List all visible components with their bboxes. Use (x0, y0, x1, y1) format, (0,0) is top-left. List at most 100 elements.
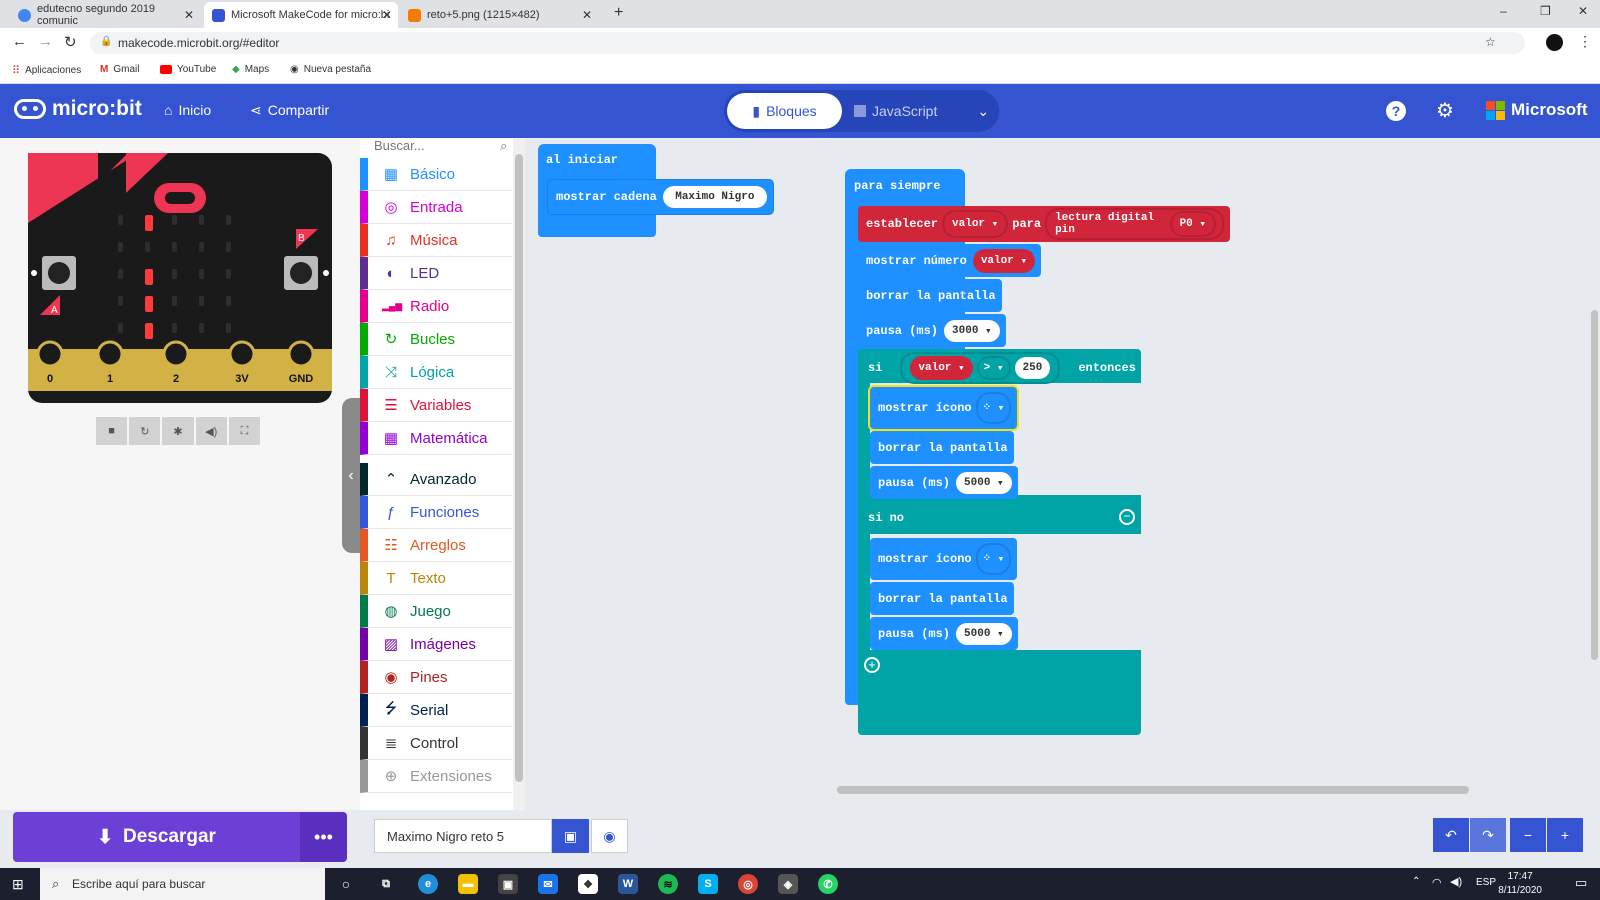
file-explorer-icon[interactable]: ▬ (458, 874, 478, 894)
show-number-block[interactable]: mostrar número valor ▾ (858, 244, 1042, 277)
share-button[interactable]: ⋖Compartir (250, 102, 330, 118)
profile-avatar[interactable] (1546, 34, 1563, 51)
variable-reporter[interactable]: valor ▾ (972, 248, 1036, 273)
toolbox-category-extensiones[interactable]: ⊕Extensiones (360, 760, 512, 793)
reload-icon[interactable]: ↻ (64, 34, 77, 51)
button-b[interactable] (290, 262, 312, 284)
download-more-button[interactable]: ••• (300, 812, 347, 862)
icon-dropdown[interactable]: ⁘ ▾ (977, 545, 1010, 573)
pause-block[interactable]: pausa (ms) 5000 ▾ (870, 617, 1018, 650)
javascript-tab[interactable]: JavaScript ⌄ (854, 93, 989, 129)
debug-icon[interactable]: ✱ (162, 417, 194, 445)
new-tab-button[interactable]: + (614, 4, 624, 21)
compare-value[interactable]: 250 (1014, 357, 1051, 379)
word-icon[interactable]: W (618, 874, 638, 894)
toolbox-category-básico[interactable]: ▦Básico (360, 158, 512, 191)
variable-reporter[interactable]: valor ▾ (910, 356, 973, 380)
toolbox-category-control[interactable]: ≣Control (360, 727, 512, 760)
remove-else-icon[interactable]: − (1119, 509, 1135, 525)
pause-block[interactable]: pausa (ms) 3000 ▾ (858, 314, 1006, 347)
restart-icon[interactable]: ↻ (129, 417, 161, 445)
stop-icon[interactable]: ■ (96, 417, 128, 445)
window-close-icon[interactable]: ✕ (1578, 4, 1589, 18)
toolbox-category-matemática[interactable]: ▦Matemática (360, 422, 512, 455)
pin-1[interactable] (96, 340, 124, 368)
volume-icon[interactable]: ◀) (1450, 876, 1463, 888)
skype-icon[interactable]: S (698, 874, 718, 894)
workspace-vertical-scrollbar[interactable] (1591, 310, 1598, 660)
store-icon[interactable]: ▣ (498, 874, 518, 894)
toolbox-search-input[interactable]: Buscar... ⌕ (374, 138, 508, 153)
notifications-icon[interactable]: ▭ (1575, 875, 1588, 890)
toolbox-category-radio[interactable]: ▂▄▆Radio (360, 290, 512, 323)
undo-button[interactable]: ↶ (1433, 818, 1469, 852)
toolbox-category-avanzado[interactable]: ⌃Avanzado (360, 463, 512, 496)
url-field[interactable]: 🔒 makecode.microbit.org/#editor ☆ (90, 32, 1525, 54)
pause-value[interactable]: 5000 ▾ (956, 471, 1012, 494)
pause-value[interactable]: 3000 ▾ (944, 319, 1000, 342)
whatsapp-icon[interactable]: ✆ (818, 874, 838, 894)
zoom-in-button[interactable]: + (1547, 818, 1583, 852)
icon-dropdown[interactable]: ⁘ ▾ (977, 394, 1010, 422)
zoom-out-button[interactable]: − (1510, 818, 1546, 852)
close-icon[interactable]: ✕ (183, 8, 194, 22)
microbit-logo[interactable]: micro:bit (14, 97, 142, 121)
redo-button[interactable]: ↷ (1470, 818, 1506, 852)
fullscreen-icon[interactable]: ⛶ (228, 417, 261, 445)
blocks-tab[interactable]: ▮Bloques (727, 93, 842, 129)
menu-icon[interactable]: ⋮ (1578, 33, 1592, 49)
toolbox-category-imágenes[interactable]: ▨Imágenes (360, 628, 512, 661)
bookmark-maps[interactable]: ◆Maps (232, 64, 270, 75)
pin-2[interactable] (162, 340, 190, 368)
minimize-icon[interactable]: – (1500, 4, 1507, 18)
download-button[interactable]: ⬇ Descargar (13, 812, 300, 862)
chevron-down-icon[interactable]: ⌄ (977, 102, 990, 119)
microsoft-logo[interactable]: Microsoft (1486, 100, 1588, 120)
button-a[interactable] (48, 262, 70, 284)
blocks-workspace[interactable]: al iniciar mostrar cadena Maximo Nigro p… (525, 138, 1600, 810)
toolbox-category-juego[interactable]: ◍Juego (360, 595, 512, 628)
toolbox-category-entrada[interactable]: ◎Entrada (360, 191, 512, 224)
toolbox-category-variables[interactable]: ☰Variables (360, 389, 512, 422)
set-variable-block[interactable]: establecer valor ▾ para lectura digital … (858, 206, 1230, 242)
home-button[interactable]: ⌂Inicio (164, 102, 212, 118)
back-icon[interactable]: ← (12, 33, 27, 50)
bookmark-new-tab[interactable]: ◉Nueva pestaña (290, 64, 372, 75)
toolbox-category-led[interactable]: ◐LED (360, 257, 512, 290)
toolbox-category-serial[interactable]: ⭍Serial (360, 694, 512, 727)
pin-0[interactable] (36, 340, 64, 368)
compare-block[interactable]: valor ▾ > ▾ 250 (902, 354, 1059, 382)
chevron-up-icon[interactable]: ⌃ (1412, 876, 1421, 887)
clear-screen-block[interactable]: borrar la pantalla (858, 279, 1002, 312)
mail-icon[interactable]: ✉ (538, 874, 558, 894)
help-icon[interactable]: ? (1386, 101, 1406, 121)
toolbox-category-música[interactable]: ♫Música (360, 224, 512, 257)
toolbox-category-bucles[interactable]: ↻Bucles (360, 323, 512, 356)
variable-dropdown[interactable]: valor ▾ (944, 212, 1007, 236)
toolbox-category-pines[interactable]: ◉Pines (360, 661, 512, 694)
pin-3v[interactable] (228, 340, 256, 368)
edge-icon[interactable]: e (418, 874, 438, 894)
toolbox-category-arreglos[interactable]: ☷Arreglos (360, 529, 512, 562)
toolbox-scrollbar[interactable] (513, 138, 525, 810)
maximize-icon[interactable]: ❐ (1540, 4, 1551, 18)
show-icon-block[interactable]: mostrar ícono ⁘ ▾ (870, 387, 1018, 429)
pause-block[interactable]: pausa (ms) 5000 ▾ (870, 466, 1018, 499)
show-string-block[interactable]: mostrar cadena Maximo Nigro (548, 180, 773, 214)
close-icon[interactable]: ✕ (581, 8, 592, 22)
workspace-horizontal-scrollbar[interactable] (837, 786, 1469, 794)
wifi-icon[interactable]: ◠ (1432, 877, 1442, 889)
show-icon-block[interactable]: mostrar ícono ⁘ ▾ (870, 538, 1018, 580)
star-icon[interactable]: ☆ (1485, 35, 1496, 49)
close-icon[interactable]: ✕ (381, 8, 392, 22)
browser-tab[interactable]: edutecno segundo 2019 comunic ✕ (10, 2, 200, 28)
bookmark-apps[interactable]: ⠿Aplicaciones (12, 65, 82, 77)
gear-icon[interactable]: ⚙ (1436, 100, 1454, 122)
browser-tab-active[interactable]: Microsoft MakeCode for micro:bi ✕ (204, 2, 398, 28)
toolbox-category-lógica[interactable]: ⤨Lógica (360, 356, 512, 389)
browser-tab[interactable]: reto+5.png (1215×482) ✕ (400, 2, 598, 28)
taskbar-search-input[interactable]: ⌕ Escribe aquí para buscar (40, 868, 325, 900)
